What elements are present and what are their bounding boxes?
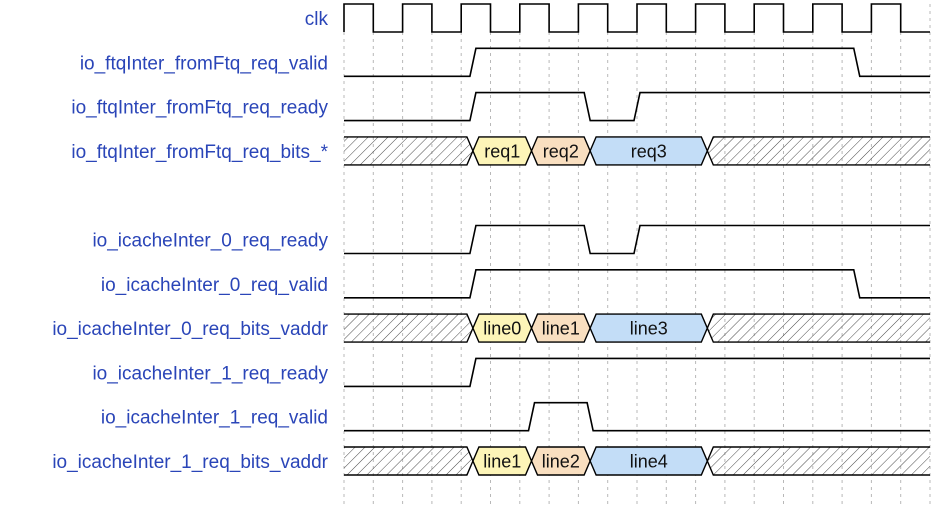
waveform-io-icacheinter-1-req-valid (344, 401, 930, 432)
bus-undefined-segment (344, 446, 474, 476)
signal-label-io-ftqinter-fromftq-req-ready: io_ftqInter_fromFtq_req_ready (71, 98, 328, 119)
signal-label-io-icacheinter-1-req-ready: io_icacheInter_1_req_ready (92, 363, 328, 384)
bus-value-label: line1 (483, 452, 521, 472)
bus-undefined-segment (344, 136, 474, 166)
waveform-io-icacheinter-1-req-ready (344, 357, 930, 388)
bus-value-label: req2 (543, 141, 579, 161)
signal-label-clk: clk (305, 9, 329, 30)
bus-undefined-segment (706, 313, 930, 343)
clock-waveform (343, 3, 930, 33)
signal-labels: clk io_ftqInter_fromFtq_req_valid io_ftqIn… (52, 9, 328, 473)
signal-label-io-ftqinter-fromftq-req-valid: io_ftqInter_fromFtq_req_valid (80, 53, 328, 74)
bus-value-label: line0 (483, 319, 521, 339)
bus-io-icacheinter-0-req-bits-vaddr: line0 line1 line3 (344, 313, 930, 343)
signal-label-io-icacheinter-0-req-bits-vaddr: io_icacheInter_0_req_bits_vaddr (52, 319, 328, 340)
bus-value-label: line1 (542, 319, 580, 339)
bus-value-label: line4 (630, 452, 668, 472)
bus-undefined-segment (706, 446, 930, 476)
waveform-io-icacheinter-0-req-ready (344, 224, 930, 255)
signal-label-io-icacheinter-0-req-valid: io_icacheInter_0_req_valid (101, 275, 328, 296)
bus-value-label: line2 (542, 452, 580, 472)
waveform-io-icacheinter-0-req-valid (344, 269, 930, 299)
bus-value-label: req1 (484, 141, 520, 161)
signal-label-io-icacheinter-1-req-bits-vaddr: io_icacheInter_1_req_bits_vaddr (52, 452, 328, 473)
bus-io-ftqinter-fromftq-req-bits: req1 req2 req3 (344, 136, 930, 166)
bus-undefined-segment (344, 313, 474, 343)
waveform-io-ftqinter-fromftq-req-ready (344, 91, 930, 122)
signal-label-io-ftqinter-fromftq-req-bits: io_ftqInter_fromFtq_req_bits_* (71, 142, 328, 163)
bus-io-icacheinter-1-req-bits-vaddr: line1 line2 line4 (344, 446, 930, 476)
bus-undefined-segment (706, 136, 930, 166)
waveform-io-ftqinter-fromftq-req-valid (344, 47, 930, 78)
bus-value-label: req3 (631, 141, 667, 161)
bus-value-label: line3 (630, 319, 668, 339)
signal-label-io-icacheinter-0-req-ready: io_icacheInter_0_req_ready (92, 231, 328, 252)
signal-label-io-icacheinter-1-req-valid: io_icacheInter_1_req_valid (101, 408, 328, 429)
